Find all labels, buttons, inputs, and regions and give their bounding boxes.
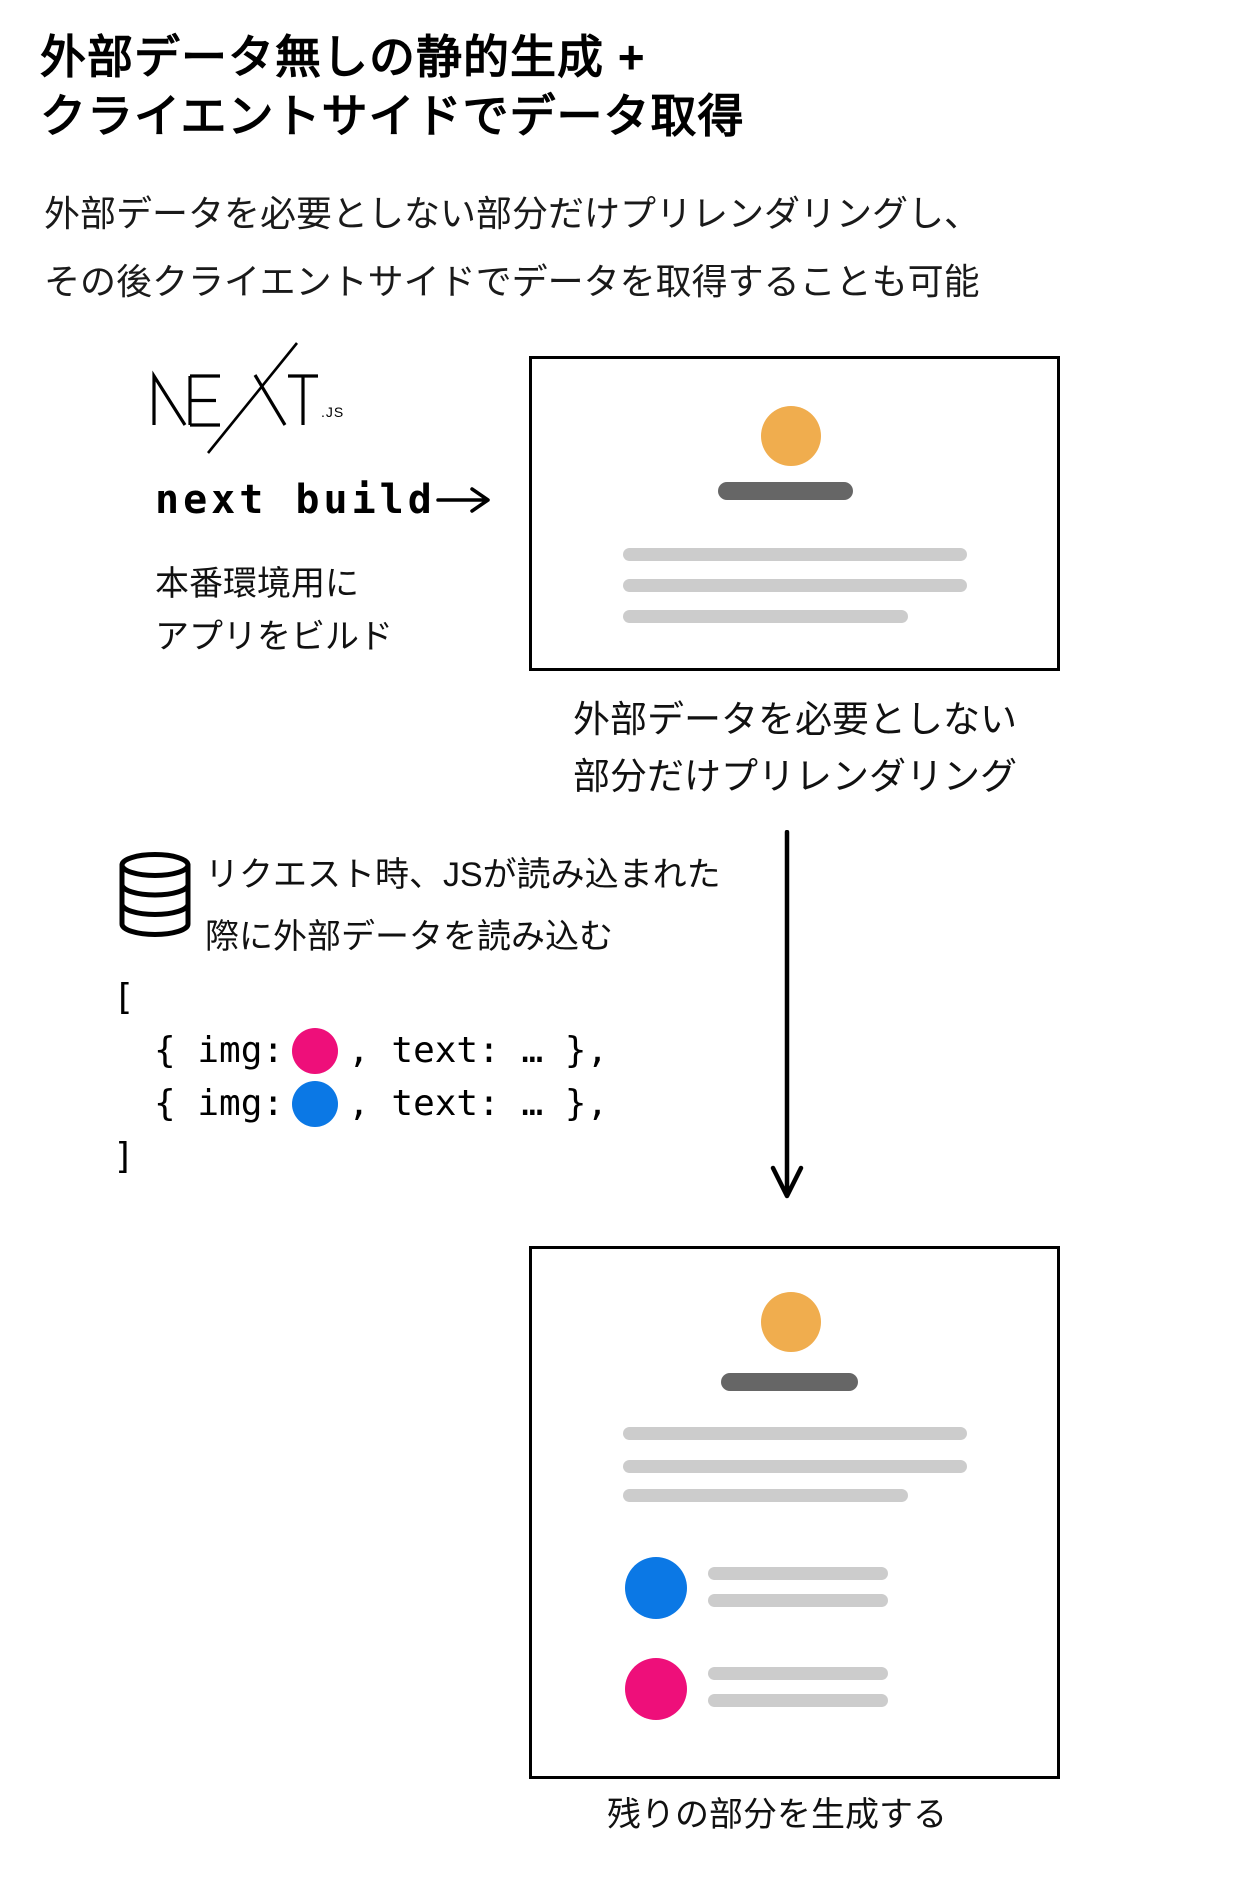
- page-title: 外部データ無しの静的生成 + クライエントサイドでデータ取得: [40, 28, 745, 146]
- avatar-circle: [761, 1292, 821, 1352]
- arrow-right-icon: [436, 486, 494, 514]
- build-caption-line2: アプリをビルド: [155, 618, 393, 656]
- text-placeholder-line: [623, 548, 967, 561]
- item-text-line: [708, 1567, 888, 1580]
- avatar-circle: [761, 406, 821, 466]
- page-title-line2: クライエントサイドでデータ取得: [40, 90, 745, 142]
- code-line-item-1: { img: , text: … },: [113, 1024, 608, 1077]
- page-title-line1: 外部データ無しの静的生成 +: [40, 31, 646, 83]
- text-placeholder-line: [623, 1427, 967, 1440]
- code-line1-prefix: { img:: [154, 1030, 285, 1071]
- prerendered-page-box: [529, 356, 1060, 671]
- item-text-line: [708, 1667, 888, 1680]
- text-placeholder-line: [623, 1460, 967, 1473]
- build-caption-line1: 本番環境用に: [155, 565, 359, 603]
- logo-suffix-text: .JS: [321, 404, 344, 420]
- code-line2-prefix: { img:: [154, 1083, 285, 1124]
- item-text-line: [708, 1694, 888, 1707]
- arrow-down-icon: [767, 829, 807, 1202]
- pink-image-dot-icon: [292, 1027, 339, 1074]
- data-code-block: [ { img: , text: … }, { img: , text: … }…: [113, 971, 608, 1183]
- page-subtitle: 外部データを必要としない部分だけプリレンダリングし、 その後クライエントサイドで…: [44, 180, 980, 316]
- text-placeholder-line: [623, 579, 967, 592]
- code-line-item-2: { img: , text: … },: [113, 1077, 608, 1130]
- request-note-line1: リクエスト時、JSが読み込まれた: [205, 856, 721, 894]
- request-note-line2: 際に外部データを読み込む: [205, 918, 613, 956]
- prerender-caption-line1: 外部データを必要としない: [573, 699, 1017, 740]
- code-line1-suffix: , text: … },: [348, 1030, 609, 1071]
- prerender-caption: 外部データを必要としない 部分だけプリレンダリング: [573, 691, 1017, 805]
- build-caption: 本番環境用に アプリをビルド: [155, 558, 393, 664]
- page-subtitle-line2: その後クライエントサイドでデータを取得することも可能: [44, 261, 980, 302]
- code-line2-suffix: , text: … },: [348, 1083, 609, 1124]
- generated-page-box: [529, 1246, 1060, 1779]
- text-placeholder-line: [623, 1489, 908, 1502]
- code-line-open-bracket: [: [113, 977, 135, 1018]
- database-icon: [116, 851, 194, 938]
- title-placeholder-bar: [718, 482, 853, 500]
- blue-image-dot-icon: [292, 1080, 339, 1127]
- code-line-close-bracket: ]: [113, 1136, 135, 1177]
- nextjs-logo-icon: .JS: [150, 341, 346, 457]
- prerender-caption-line2: 部分だけプリレンダリング: [573, 756, 1017, 797]
- result-caption: 残りの部分を生成する: [607, 1796, 947, 1834]
- text-placeholder-line: [623, 610, 908, 623]
- request-note: リクエスト時、JSが読み込まれた 際に外部データを読み込む: [205, 844, 721, 968]
- title-placeholder-bar: [721, 1373, 858, 1391]
- build-command: next build: [155, 477, 436, 523]
- pink-item-circle: [625, 1658, 687, 1720]
- blue-item-circle: [625, 1557, 687, 1619]
- page-subtitle-line1: 外部データを必要としない部分だけプリレンダリングし、: [44, 193, 981, 234]
- item-text-line: [708, 1594, 888, 1607]
